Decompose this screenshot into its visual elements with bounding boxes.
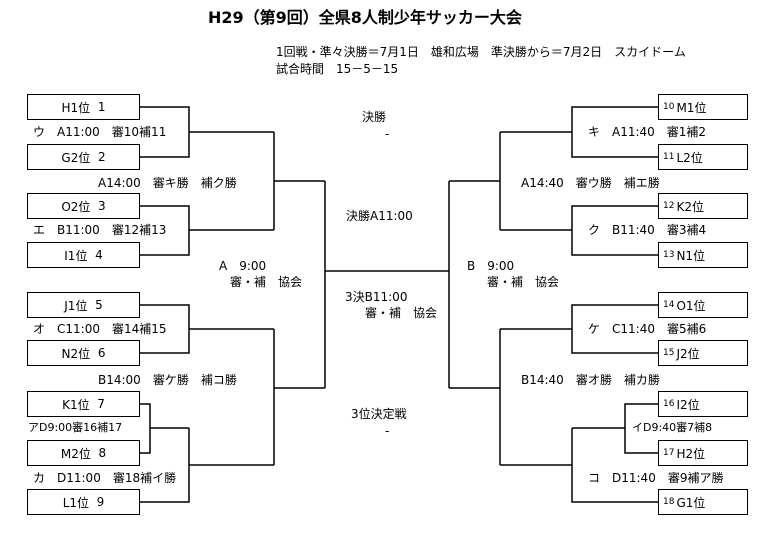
match-label: エ B11:00 審12補13 — [33, 223, 167, 237]
team-label: L2位 — [676, 150, 703, 165]
team-seed: 16 — [663, 399, 675, 409]
team-label: N2位 — [61, 346, 91, 361]
match-label: ケ C11:40 審5補6 — [588, 322, 707, 336]
team-box-left: M2位 8 — [27, 440, 140, 466]
team-box-left: O2位 3 — [27, 193, 140, 219]
team-label: O2位 — [61, 199, 91, 214]
match-label: B14:40 審オ勝 補カ勝 — [521, 373, 660, 387]
match-label: ク B11:40 審3補4 — [588, 223, 707, 237]
team-seed: 17 — [663, 448, 675, 458]
semi-time: A 9:00 — [219, 259, 267, 273]
team-seed: 11 — [663, 152, 675, 162]
team-box-left: N2位 6 — [27, 340, 140, 366]
match-label: ウ A11:00 審10補11 — [33, 125, 167, 139]
team-seed: 15 — [663, 348, 675, 358]
schedule-info: 1回戦・準々決勝＝7月1日 雄和広場 準決勝から＝7月2日 スカイドーム — [276, 45, 686, 59]
team-label: O1位 — [676, 298, 706, 313]
third-place-time: 3決B11:00 — [345, 290, 408, 304]
team-seed: 1 — [97, 100, 106, 114]
team-label: G1位 — [676, 495, 706, 510]
match-duration-info: 試合時間 15－5－15 — [276, 62, 399, 76]
team-seed: 4 — [95, 248, 103, 262]
team-seed: 13 — [663, 250, 675, 260]
team-seed: 10 — [663, 102, 675, 112]
team-box-left: G2位 2 — [27, 144, 140, 170]
final-dash: - — [385, 127, 390, 141]
semi-ref: 審・補 協会 — [230, 275, 303, 289]
page-title: H29（第9回）全県8人制少年サッカー大会 — [208, 8, 522, 27]
team-seed: 3 — [98, 199, 106, 213]
team-label: M2位 — [60, 446, 91, 461]
match-label: コ D11:40 審9補ア勝 — [588, 471, 724, 485]
team-label: H1位 — [61, 100, 91, 115]
match-label: オ C11:00 審14補15 — [33, 322, 167, 336]
third-place-ref: 審・補 協会 — [365, 306, 438, 320]
team-seed: 5 — [95, 298, 103, 312]
team-label: N1位 — [676, 248, 706, 263]
team-label: M1位 — [676, 100, 707, 115]
team-label: I1位 — [64, 248, 88, 263]
team-label: K2位 — [676, 199, 704, 214]
team-box-left: J1位 5 — [27, 292, 140, 318]
team-label: J2位 — [676, 346, 700, 361]
match-label: A14:00 審キ勝 補ク勝 — [98, 176, 237, 190]
team-seed: 6 — [97, 346, 106, 360]
team-label: H2位 — [676, 446, 706, 461]
team-box-left: L1位 9 — [27, 489, 140, 515]
team-seed: 18 — [663, 497, 675, 507]
match-label: イD9:40審7補8 — [632, 421, 713, 434]
match-label: カ D11:00 審18補イ勝 — [33, 471, 177, 485]
team-label: I2位 — [676, 397, 700, 412]
match-label: B14:00 審ケ勝 補コ勝 — [98, 373, 237, 387]
team-box-left: H1位 1 — [27, 94, 140, 120]
match-label: アD9:00審16補17 — [28, 421, 123, 434]
team-seed: 14 — [663, 300, 675, 310]
team-seed: 9 — [96, 495, 105, 509]
team-seed: 7 — [97, 397, 105, 411]
team-label: K1位 — [62, 397, 90, 412]
final-time: 決勝A11:00 — [346, 209, 413, 223]
team-label: L1位 — [62, 495, 90, 510]
team-label: J1位 — [64, 298, 88, 313]
semi-ref: 審・補 協会 — [487, 275, 560, 289]
team-label: G2位 — [61, 150, 91, 165]
team-seed: 12 — [663, 201, 675, 211]
third-place-label: 3位決定戦 — [351, 407, 407, 421]
third-place-dash: - — [385, 424, 390, 438]
team-box-left: K1位 7 — [27, 391, 140, 417]
match-label: キ A11:40 審1補2 — [588, 125, 707, 139]
semi-time: B 9:00 — [467, 259, 515, 273]
team-box-left: I1位 4 — [27, 242, 140, 268]
team-seed: 2 — [97, 150, 106, 164]
final-label: 決勝 — [362, 110, 387, 124]
match-label: A14:40 審ウ勝 補エ勝 — [521, 176, 660, 190]
team-seed: 8 — [98, 446, 107, 460]
